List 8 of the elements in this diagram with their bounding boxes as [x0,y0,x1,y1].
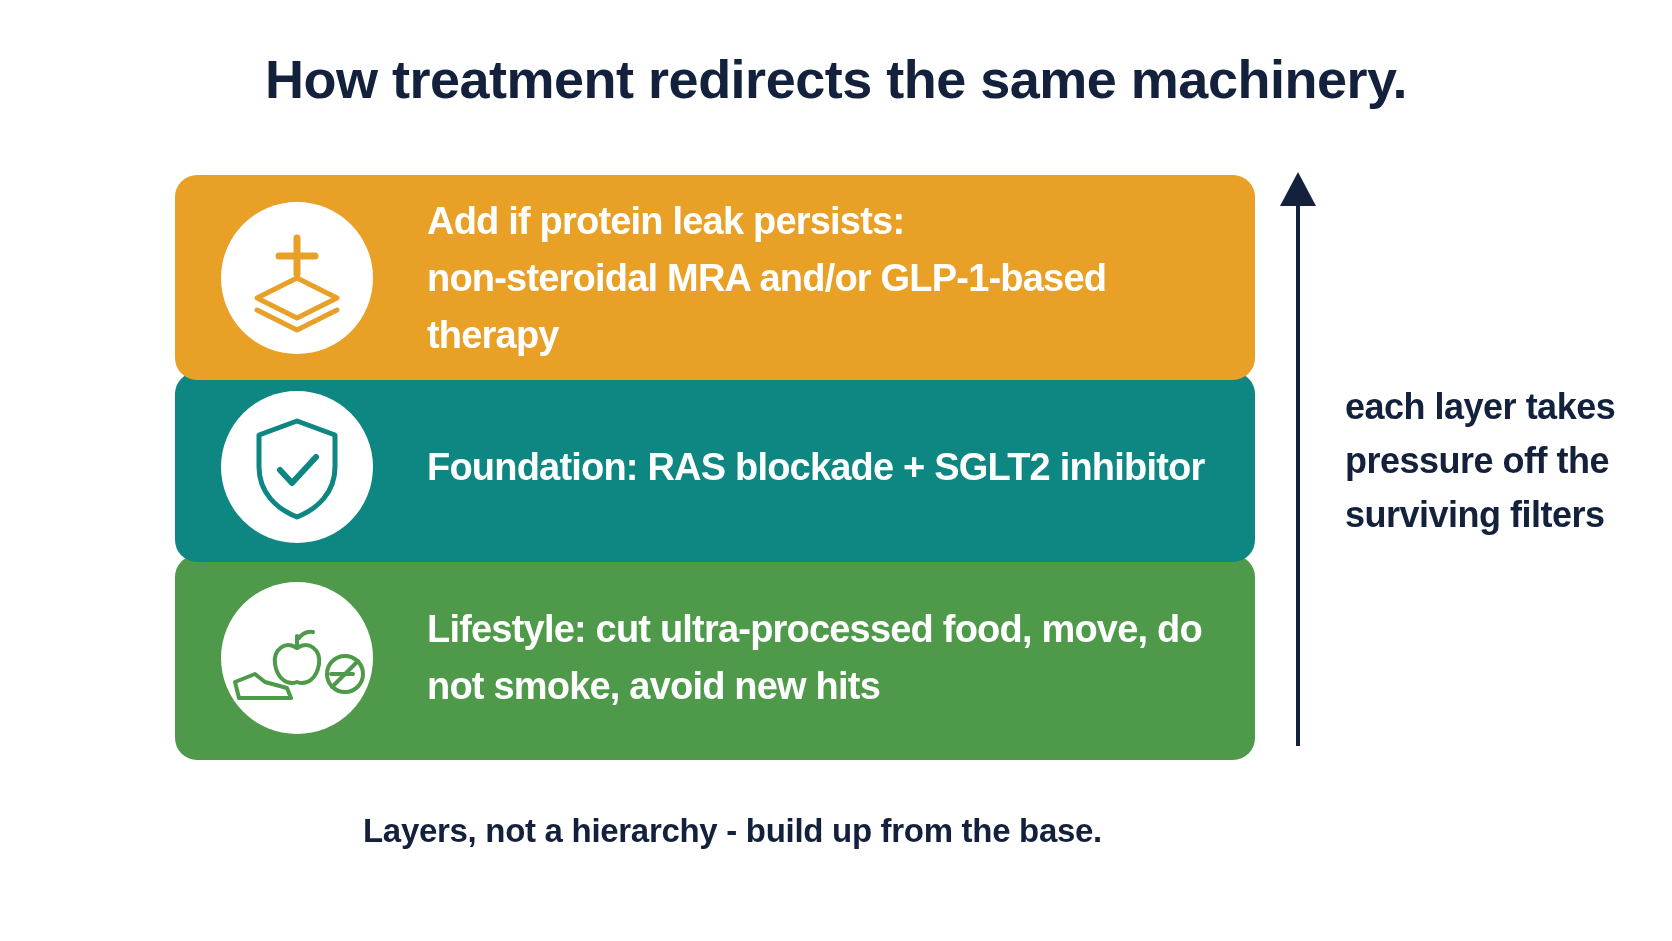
band-text: non-steroidal MRA and/or GLP-1-based therapy [427,255,1108,358]
side-note: each layer takes pressure off the surviving filters [1345,385,1617,537]
band-text: Lifestyle: cut ultra-processed food, move, do not smoke, avoid new hits [427,606,1203,709]
layer-band [175,175,1255,380]
band-text: Foundation: RAS blockade + SGLT2 inhibitor [427,444,1206,490]
caption: Layers, not a hierarchy - build up from the base. [363,812,1102,850]
band-text: Add if protein leak persists: [427,198,906,244]
title: How treatment redirects the same machinery. [264,48,1408,110]
